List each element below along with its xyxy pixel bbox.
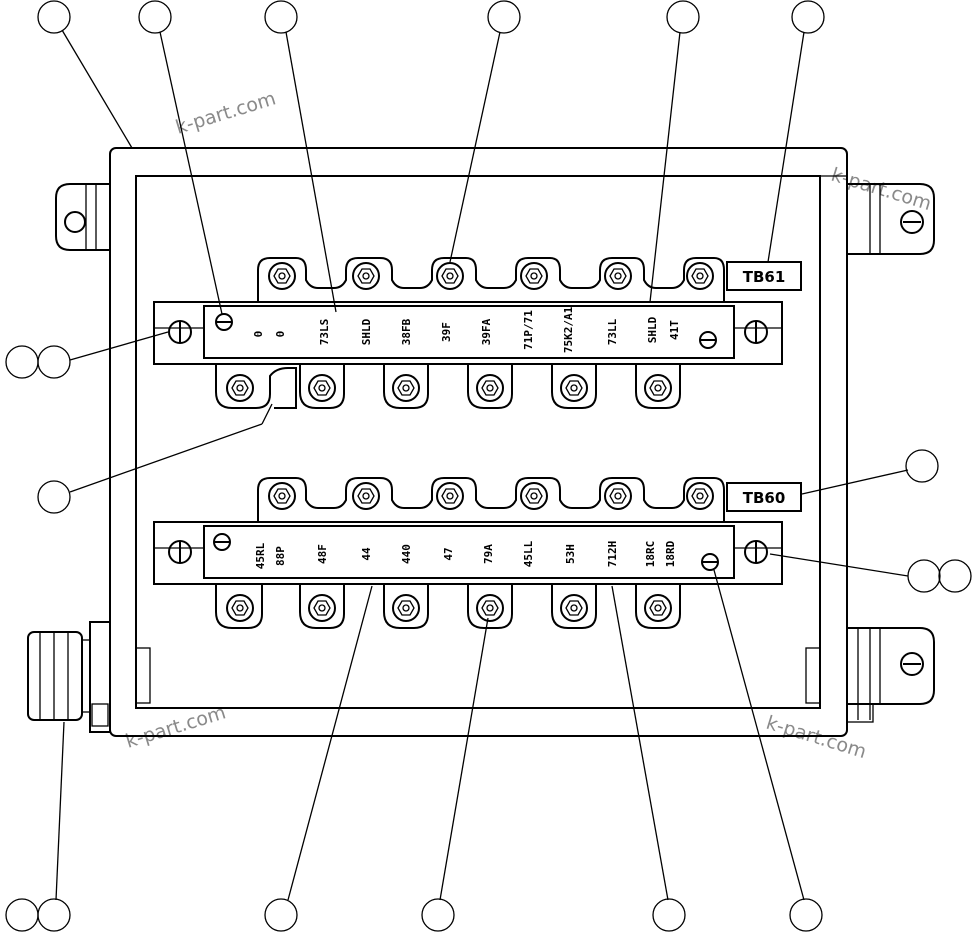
mounting-foot-top-right	[847, 183, 935, 255]
callout-balloon	[5, 898, 39, 932]
tb60-terminal-6: 79A	[482, 544, 495, 564]
callout-balloon	[421, 898, 455, 932]
mounting-foot-top-left	[55, 183, 110, 251]
tb60-label: TB60	[743, 489, 786, 507]
callout-balloon	[652, 898, 686, 932]
leader-lines	[55, 29, 909, 901]
callout-balloon	[666, 0, 700, 34]
terminal-strip-tb61	[153, 257, 783, 409]
tb61-terminal-3: SHLD	[360, 318, 373, 345]
cable-connector	[27, 621, 111, 733]
callout-balloon	[37, 345, 71, 379]
tb61-terminal-6: 39FA	[480, 318, 493, 345]
callout-balloon	[264, 0, 298, 34]
tb61-terminal-8: 75K2/A1	[562, 306, 575, 353]
callout-balloon	[907, 559, 941, 593]
tb61-label: TB61	[743, 268, 786, 286]
tb60-terminal-9: 712H	[606, 541, 619, 568]
tb61-label-box	[726, 261, 802, 291]
tb60-terminal-2: 48F	[316, 544, 329, 564]
callout-balloon	[37, 480, 71, 514]
callout-balloons	[5, 0, 972, 932]
callout-balloon	[138, 0, 172, 34]
tb61-terminal-5: 39F	[440, 322, 453, 342]
tb61-top-screws	[268, 262, 714, 290]
watermark-3: k-part.com	[123, 701, 228, 752]
terminal-strip-tb60	[153, 477, 783, 629]
tb61-terminal-4: 38FB	[400, 318, 413, 345]
enclosure	[109, 147, 848, 737]
callout-balloon	[264, 898, 298, 932]
tb60-terminal-5: 47	[442, 547, 455, 560]
watermark-1: k-part.com	[173, 87, 278, 138]
tb60-terminal-7: 45LL	[522, 540, 535, 567]
callout-balloon	[789, 898, 823, 932]
callout-balloon	[487, 0, 521, 34]
tb60-label-box	[726, 482, 802, 512]
watermark-2: k-part.com	[829, 164, 934, 215]
callout-balloon	[791, 0, 825, 34]
tb61-terminal-2: 73LS	[318, 319, 331, 346]
callout-balloon	[938, 559, 972, 593]
callout-balloon	[5, 345, 39, 379]
callout-balloon	[37, 898, 71, 932]
tb60-bottom-screws	[226, 594, 672, 622]
tb60-terminal-8: 53H	[564, 544, 577, 564]
tb60-top-screws	[268, 482, 714, 510]
tb60-terminal-4: 440	[400, 544, 413, 564]
tb61-terminal-9: 73LL	[606, 318, 619, 345]
callout-balloon	[905, 449, 939, 483]
tb60-terminal-3: 44	[360, 547, 373, 561]
mounting-foot-bottom-right	[846, 627, 935, 723]
tb61-terminal-7: 71P/71	[522, 310, 535, 350]
tb61-bottom-screws	[226, 374, 672, 402]
watermark-4: k-part.com	[764, 712, 869, 763]
callout-balloon	[37, 0, 71, 34]
